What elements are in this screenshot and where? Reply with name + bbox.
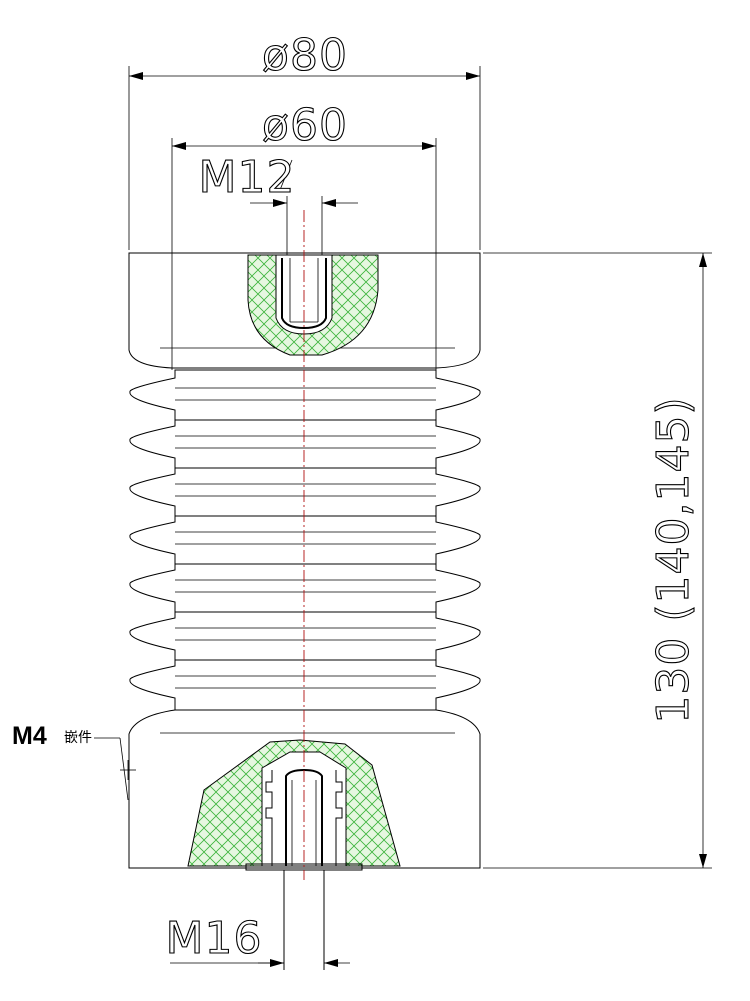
bottom-thread-label: M16 (166, 913, 263, 964)
dimension-top-thread: M12 (198, 151, 358, 255)
m4-label: M4 (12, 722, 47, 750)
dimension-inner-diameter: ø60 (171, 99, 437, 370)
height-label: 130 (140,145) (648, 396, 699, 723)
m4-note: 嵌件 (64, 730, 92, 746)
bottom-metal-insert (187, 739, 401, 970)
outer-diameter-label: ø80 (262, 30, 348, 81)
insulator-sheds (129, 369, 481, 711)
dimension-bottom-thread: M16 (165, 912, 350, 967)
dimension-outer-diameter: ø80 (128, 29, 481, 250)
dimension-height: 130 (140,145) (483, 252, 712, 869)
inner-diameter-label: ø60 (262, 100, 348, 151)
top-metal-insert (247, 254, 379, 356)
insulator-body (128, 252, 481, 869)
m4-insert-callout: M4 嵌件 (12, 722, 136, 801)
top-thread-label: M12 (199, 152, 296, 203)
